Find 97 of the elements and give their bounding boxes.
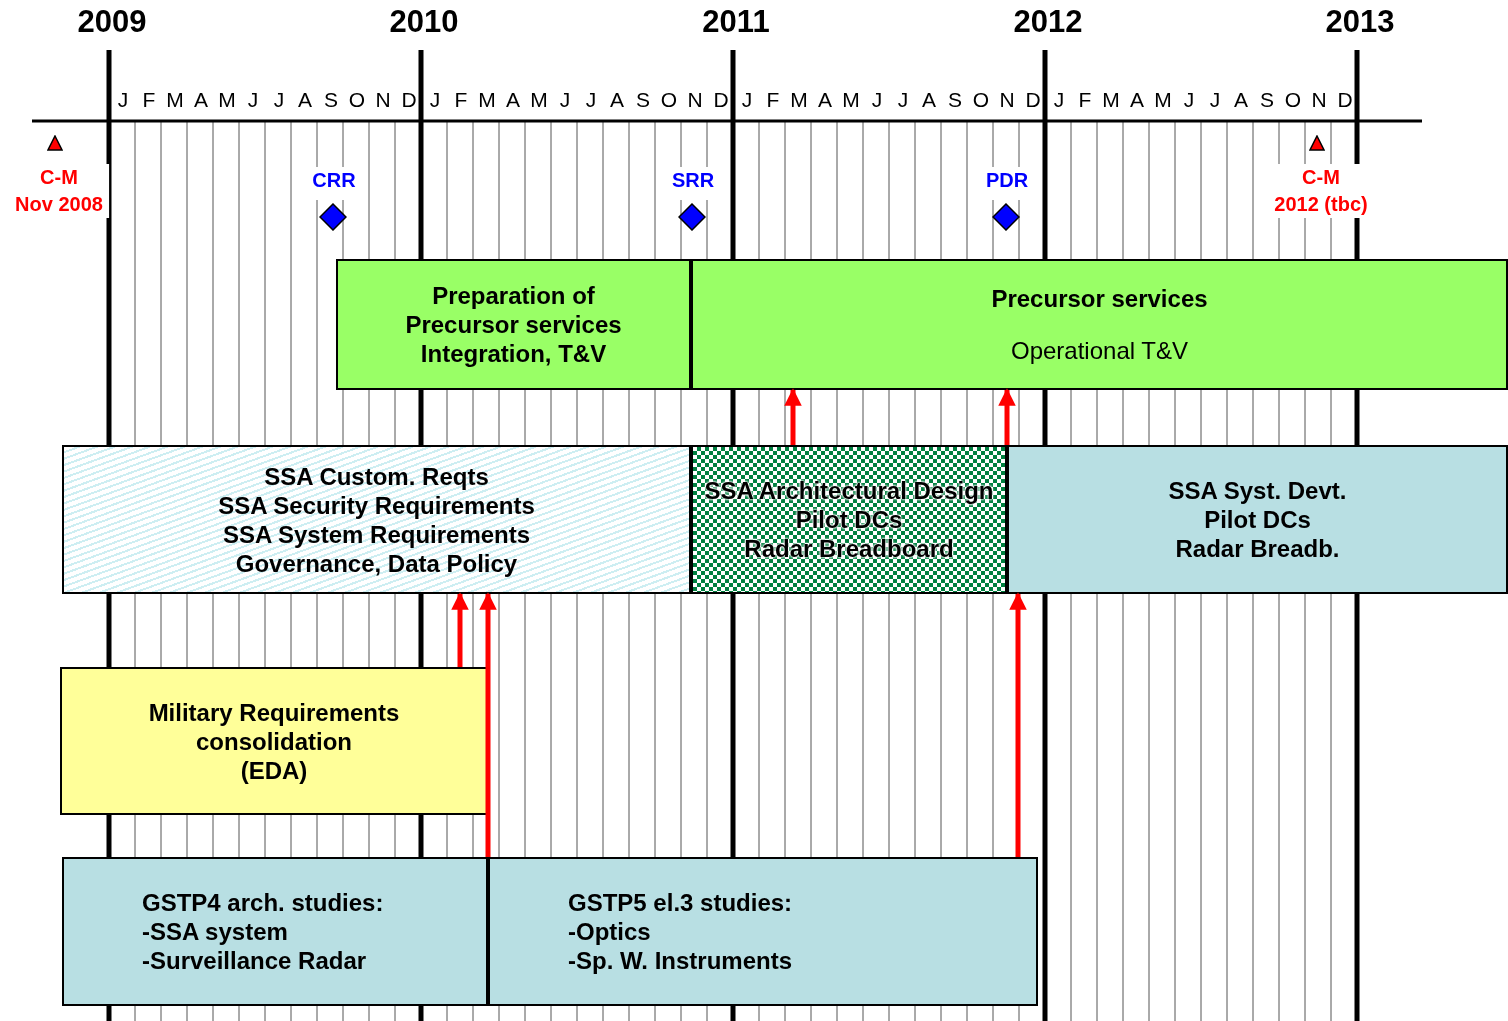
milestone-label: PDR bbox=[985, 168, 1029, 193]
month-label: M bbox=[842, 88, 860, 112]
milestone-diamond bbox=[319, 203, 347, 231]
box-text: -SSA system bbox=[142, 917, 288, 946]
milestone-label: CRR bbox=[312, 168, 356, 193]
box-text: Governance, Data Policy bbox=[235, 548, 518, 578]
study-box bbox=[62, 857, 488, 1006]
milestone-diamond bbox=[992, 203, 1020, 231]
month-label: J bbox=[273, 88, 285, 112]
month-label: J bbox=[871, 88, 883, 112]
study-box bbox=[488, 857, 1038, 1006]
month-label: A bbox=[298, 88, 312, 112]
month-label: M bbox=[166, 88, 184, 112]
box-text: SSA Security Requirements bbox=[218, 490, 535, 520]
month-label: D bbox=[713, 88, 729, 112]
box-text: SSA Architectural Design bbox=[704, 476, 994, 505]
box-text: SSA Custom. Reqts bbox=[264, 461, 489, 491]
year-label: 2011 bbox=[702, 4, 770, 40]
month-label: A bbox=[1130, 88, 1144, 112]
activity-box bbox=[1007, 445, 1508, 594]
milestone-diamond bbox=[678, 203, 706, 231]
milestone-label: Nov 2008 bbox=[15, 192, 103, 217]
month-label: A bbox=[922, 88, 936, 112]
phase-box bbox=[691, 259, 1508, 390]
box-text: SSA Syst. Devt. bbox=[1168, 476, 1347, 505]
month-label: J bbox=[559, 88, 571, 112]
box-text: GSTP5 el.3 studies: bbox=[568, 888, 793, 917]
box-text: (EDA) bbox=[240, 755, 308, 785]
month-label: F bbox=[142, 88, 156, 112]
month-label: A bbox=[610, 88, 624, 112]
month-label: J bbox=[1209, 88, 1221, 112]
month-label: S bbox=[636, 88, 650, 112]
month-label: M bbox=[218, 88, 236, 112]
month-label: A bbox=[818, 88, 832, 112]
year-label: 2010 bbox=[389, 4, 459, 40]
month-label: A bbox=[194, 88, 208, 112]
arrow bbox=[784, 388, 802, 445]
box-text: GSTP4 arch. studies: bbox=[142, 888, 384, 917]
month-label: J bbox=[117, 88, 129, 112]
arrow bbox=[479, 592, 497, 857]
month-label: M bbox=[478, 88, 496, 112]
month-label: F bbox=[766, 88, 780, 112]
box-text: Military Requirements consolidation bbox=[147, 697, 401, 756]
year-label: 2013 bbox=[1325, 4, 1395, 40]
box-text: -Sp. W. Instruments bbox=[568, 946, 792, 975]
month-label: N bbox=[375, 88, 391, 112]
month-label: S bbox=[1260, 88, 1274, 112]
box-text: -Optics bbox=[568, 917, 651, 946]
month-label: N bbox=[999, 88, 1015, 112]
month-label: N bbox=[1311, 88, 1327, 112]
month-label: O bbox=[1284, 88, 1302, 112]
phase-box bbox=[336, 259, 691, 390]
month-label: S bbox=[948, 88, 962, 112]
month-label: N bbox=[687, 88, 703, 112]
activity-box bbox=[62, 445, 691, 594]
month-label: M bbox=[530, 88, 548, 112]
milestone-triangle bbox=[47, 135, 63, 151]
month-label: M bbox=[1102, 88, 1120, 112]
month-label: A bbox=[1234, 88, 1248, 112]
month-label: J bbox=[741, 88, 753, 112]
month-label: J bbox=[585, 88, 597, 112]
box-text: Pilot DCs bbox=[1204, 505, 1311, 534]
milestone-label: SRR bbox=[671, 168, 715, 193]
box-text: Preparation of Precursor services Integration, T&V bbox=[404, 281, 623, 368]
month-label: A bbox=[506, 88, 520, 112]
month-label: J bbox=[1053, 88, 1065, 112]
year-label: 2009 bbox=[77, 4, 147, 40]
activity-box bbox=[60, 667, 488, 815]
month-label: J bbox=[1183, 88, 1195, 112]
box-text: Operational T&V bbox=[1011, 335, 1188, 365]
month-label: M bbox=[790, 88, 808, 112]
box-text: Precursor services bbox=[991, 284, 1208, 314]
arrow bbox=[451, 592, 469, 667]
arrow bbox=[998, 388, 1016, 445]
milestone-label: 2012 (tbc) bbox=[1274, 192, 1368, 217]
month-label: D bbox=[1025, 88, 1041, 112]
month-label: J bbox=[897, 88, 909, 112]
year-label: 2012 bbox=[1013, 4, 1083, 40]
box-text: -Surveillance Radar bbox=[142, 946, 367, 975]
month-label: O bbox=[660, 88, 678, 112]
month-label: S bbox=[324, 88, 338, 112]
milestone-triangle bbox=[1309, 135, 1325, 151]
month-label: J bbox=[429, 88, 441, 112]
box-text: SSA System Requirements bbox=[222, 519, 531, 549]
month-label: J bbox=[247, 88, 259, 112]
month-label: M bbox=[1154, 88, 1172, 112]
month-label: D bbox=[1337, 88, 1353, 112]
milestone-label: C-M bbox=[1301, 165, 1341, 190]
month-label: F bbox=[454, 88, 468, 112]
month-label: O bbox=[972, 88, 990, 112]
activity-box bbox=[691, 445, 1007, 594]
arrow bbox=[1009, 592, 1027, 857]
month-label: D bbox=[401, 88, 417, 112]
month-label: O bbox=[348, 88, 366, 112]
milestone-label: C-M bbox=[39, 165, 79, 190]
month-label: F bbox=[1078, 88, 1092, 112]
box-text: Radar Breadb. bbox=[1175, 534, 1340, 563]
